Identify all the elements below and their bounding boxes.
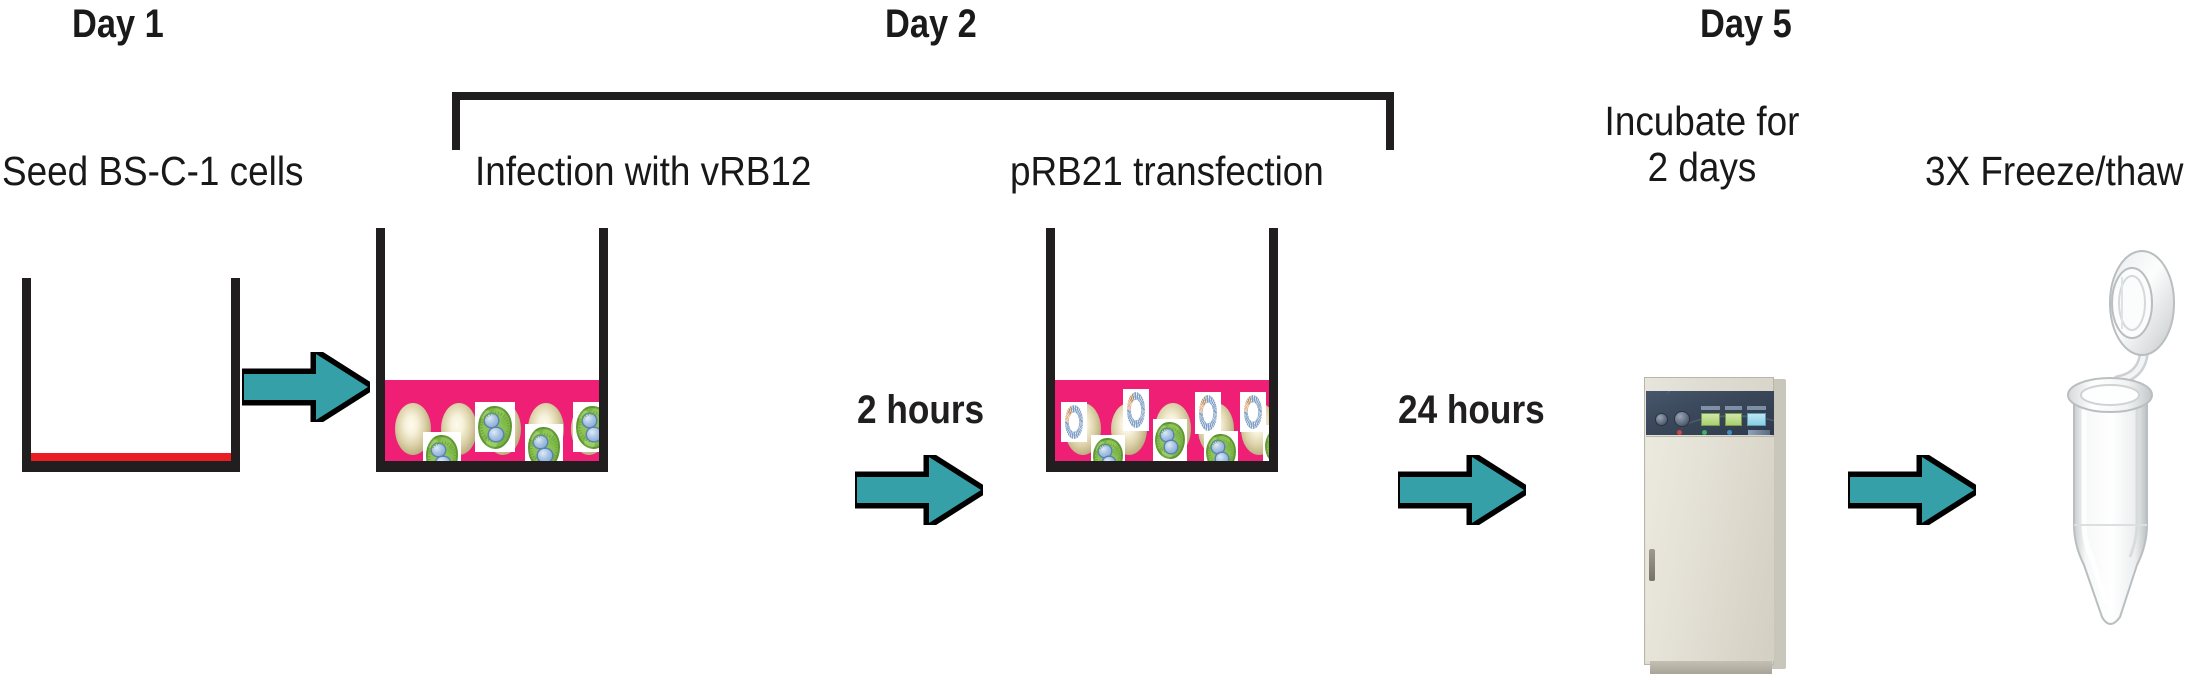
culture-dish-seeded <box>22 278 240 472</box>
dish-wall-left <box>1046 228 1055 466</box>
dish-wall-left <box>376 228 385 466</box>
indicator-button <box>1677 430 1682 435</box>
culture-dish-infected <box>376 228 608 472</box>
caption-incubate-line1: Incubate for <box>1604 98 1800 144</box>
virus-particle-icon <box>573 402 599 452</box>
incubator-base <box>1650 661 1772 674</box>
plasmid-dna-icon <box>1195 392 1221 434</box>
right-arrow-icon <box>242 352 370 422</box>
incubator-dial <box>1675 412 1689 426</box>
virus-particle-icon <box>525 424 563 461</box>
caption-incubate: Incubate for 2 days <box>1585 98 1819 190</box>
duration-label-2-hours: 2 hours <box>857 388 985 432</box>
dish-wall-left <box>22 278 31 466</box>
day-1-heading: Day 1 <box>72 2 164 46</box>
virus-particle-icon <box>475 402 515 452</box>
caption-incubate-line2: 2 days <box>1647 144 1757 190</box>
indicator-button <box>1702 430 1707 435</box>
lcd-display-humidity <box>1747 413 1766 426</box>
lcd-caption <box>1725 406 1742 410</box>
dish-wall-right <box>599 228 608 466</box>
incubator-brand-logo <box>1748 430 1770 435</box>
lcd-display-co2 <box>1725 413 1742 426</box>
dish-wall-right <box>231 278 240 466</box>
virus-particle-icon <box>1153 419 1187 461</box>
dish-floor <box>22 461 240 472</box>
indicator-button <box>1727 430 1732 435</box>
plasmid-dna-icon <box>1123 389 1149 431</box>
incubator-icon <box>1644 365 1792 674</box>
media-floor-line <box>31 455 231 461</box>
microcentrifuge-tube-icon <box>2040 225 2190 665</box>
right-arrow-icon <box>1398 455 1526 525</box>
caption-transfection: pRB21 transfection <box>1010 148 1324 194</box>
plasmid-dna-icon <box>1061 402 1087 442</box>
incubator-door <box>1646 436 1774 661</box>
day-2-heading: Day 2 <box>885 2 977 46</box>
dish-floor <box>376 461 608 472</box>
caption-infection: Infection with vRB12 <box>475 148 812 194</box>
incubator-body <box>1644 377 1774 674</box>
lcd-display-temperature <box>1701 413 1720 426</box>
duration-label-24-hours: 24 hours <box>1398 388 1545 432</box>
lcd-caption <box>1701 406 1720 410</box>
growth-media <box>31 453 231 461</box>
right-arrow-icon <box>855 455 983 525</box>
right-arrow-icon <box>1848 455 1976 525</box>
virus-particle-icon <box>1263 425 1269 461</box>
dish-floor <box>1046 461 1278 472</box>
growth-media <box>385 380 599 461</box>
incubator-control-panel <box>1646 391 1774 435</box>
day-5-heading: Day 5 <box>1700 2 1792 46</box>
virus-particle-icon <box>1204 431 1238 461</box>
caption-freeze-thaw: 3X Freeze/thaw <box>1925 148 2184 194</box>
virus-particle-icon <box>423 432 461 461</box>
growth-media <box>1055 380 1269 461</box>
incubator-door-handle <box>1649 549 1655 581</box>
incubator-dial <box>1656 414 1667 425</box>
caption-seed-cells: Seed BS-C-1 cells <box>2 148 304 194</box>
culture-dish-transfected <box>1046 228 1278 472</box>
plasmid-dna-icon <box>1240 392 1266 432</box>
dish-wall-right <box>1269 228 1278 466</box>
day-2-bracket <box>452 92 1394 150</box>
virus-particle-icon <box>1091 435 1125 461</box>
lcd-caption <box>1747 406 1766 410</box>
